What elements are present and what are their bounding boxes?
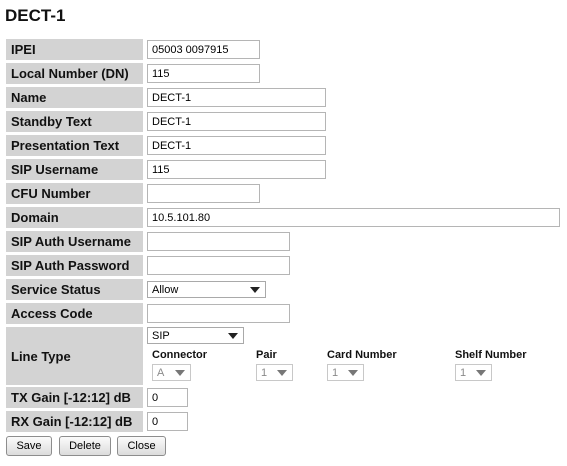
sip-auth-password-input[interactable] [147,256,290,275]
chevron-down-icon [277,370,287,376]
sip-username-label: SIP Username [6,159,143,180]
rx-gain-input[interactable] [147,412,188,431]
presentation-text-input[interactable] [147,136,326,155]
service-status-select[interactable]: Allow [147,281,266,298]
access-code-input[interactable] [147,304,290,323]
standby-text-label: Standby Text [6,111,143,132]
sip-auth-username-input[interactable] [147,232,290,251]
close-button[interactable]: Close [117,436,166,456]
cfu-number-input[interactable] [147,184,260,203]
local-number-input[interactable] [147,64,260,83]
access-code-label: Access Code [6,303,143,324]
cfu-number-label: CFU Number [6,183,143,204]
sip-auth-username-label: SIP Auth Username [6,231,143,252]
local-number-label: Local Number (DN) [6,63,143,84]
rx-gain-label: RX Gain [-12:12] dB [6,411,143,432]
chevron-down-icon [348,370,358,376]
line-type-select[interactable]: SIP [147,327,244,344]
connector-label: Connector [152,349,207,361]
delete-button[interactable]: Delete [59,436,111,456]
presentation-text-label: Presentation Text [6,135,143,156]
service-status-label: Service Status [6,279,143,300]
pair-label: Pair [256,349,277,361]
service-status-value: Allow [152,283,179,296]
ipei-label: IPEI [6,39,143,60]
shelf-number-value: 1 [460,366,467,379]
sip-username-input[interactable] [147,160,326,179]
pair-select[interactable]: 1 [256,364,293,381]
shelf-number-select[interactable]: 1 [455,364,492,381]
save-button[interactable]: Save [6,436,52,456]
line-type-label: Line Type [6,327,143,385]
sip-auth-password-label: SIP Auth Password [6,255,143,276]
chevron-down-icon [175,370,185,376]
name-input[interactable] [147,88,326,107]
card-number-value: 1 [332,366,339,379]
shelf-number-label: Shelf Number [455,349,527,361]
domain-label: Domain [6,207,143,228]
connector-select[interactable]: A [152,364,191,381]
card-number-label: Card Number [327,349,397,361]
tx-gain-input[interactable] [147,388,188,407]
connector-value: A [157,366,165,379]
ipei-input[interactable] [147,40,260,59]
chevron-down-icon [228,333,238,339]
tx-gain-label: TX Gain [-12:12] dB [6,387,143,408]
standby-text-input[interactable] [147,112,326,131]
pair-value: 1 [261,366,268,379]
page-title: DECT-1 [5,6,66,25]
name-label: Name [6,87,143,108]
line-type-value: SIP [152,329,170,342]
chevron-down-icon [476,370,486,376]
card-number-select[interactable]: 1 [327,364,364,381]
chevron-down-icon [250,287,260,293]
domain-input[interactable] [147,208,560,227]
